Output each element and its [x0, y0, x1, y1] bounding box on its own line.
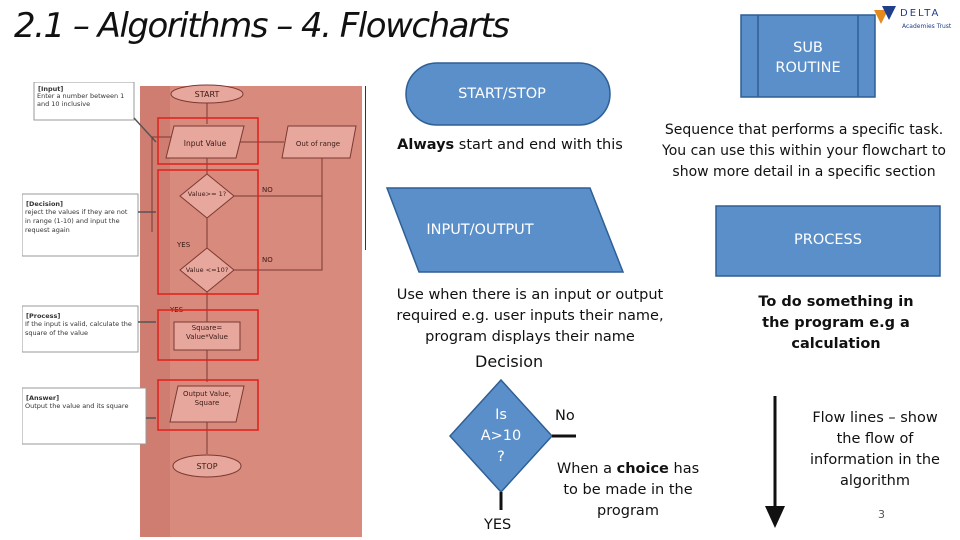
- photo-shadow: [140, 86, 170, 537]
- annotation-input: [Input] Enter a number between 1 and 10 …: [33, 82, 135, 121]
- annotation-process: [Process] If the input is valid, calcula…: [22, 305, 139, 353]
- decision-description: When a choice has to be made in the prog…: [548, 459, 708, 522]
- divider-line: [365, 86, 366, 250]
- annotation-tag: [Answer]: [26, 394, 59, 402]
- flow-decision-1-label: Value>= 1?: [188, 190, 226, 198]
- flow-out-of-range: [281, 125, 357, 159]
- textbook-flowchart-photo: [Input] Enter a number between 1 and 10 …: [22, 82, 362, 537]
- flow-process: [173, 321, 241, 351]
- flow-connectors: [151, 100, 323, 454]
- flow-process-label: Square= Value*Value: [186, 324, 228, 341]
- subroutine-label-line2: ROUTINE: [775, 60, 841, 76]
- flow-output: [169, 385, 245, 423]
- subroutine-description-text: Sequence that performs a specific task. …: [662, 122, 946, 180]
- flow-output-label: Output Value, Square: [183, 390, 231, 407]
- page-number: 3: [878, 508, 885, 521]
- flow-input: [165, 125, 245, 159]
- annotation-box: [33, 82, 135, 121]
- startstop-shape: [405, 62, 611, 126]
- annotation-decision: [Decision] reject the values if they are…: [22, 193, 139, 257]
- process-shape: [715, 205, 941, 277]
- decision-heading: Decision: [475, 352, 544, 371]
- flow-decision-1: [179, 173, 235, 219]
- flow-no-2: NO: [262, 256, 273, 264]
- flow-no-1: NO: [262, 186, 273, 194]
- inputoutput-description: Use when there is an input or output req…: [396, 287, 664, 345]
- logo-triangle-orange: [874, 10, 888, 24]
- slide-title: 2.1 – Algorithms – 4. Flowcharts: [14, 6, 510, 46]
- flow-out-of-range-label: Out of range: [296, 140, 340, 148]
- decision-shape-label: Is A>10 ?: [471, 405, 531, 468]
- flow-decision-2-label: Value <=10?: [186, 266, 229, 274]
- decision-line3: ?: [497, 449, 505, 465]
- annotation-box: [22, 193, 139, 257]
- startstop-description: Always start and end with this: [390, 135, 630, 156]
- startstop-label: START/STOP: [458, 86, 546, 102]
- flow-decision-2: [179, 247, 235, 293]
- flowline-arrow-icon: [765, 396, 785, 528]
- decision-desc-pre: When a: [556, 461, 617, 477]
- flow-start: [170, 84, 244, 104]
- annotation-text: Output the value and its square: [25, 402, 129, 410]
- logo-name: DELTA: [900, 8, 940, 19]
- startstop-description-bold: Always: [397, 137, 455, 153]
- process-label: PROCESS: [794, 232, 862, 248]
- decision-line1: Is: [495, 407, 507, 423]
- annotation-arrows: [133, 117, 157, 419]
- subroutine-shape: [740, 14, 876, 98]
- annotation-text: If the input is valid, calculate the squ…: [25, 320, 132, 337]
- annotation-text: reject the values if they are not in ran…: [25, 208, 128, 234]
- decision-desc-bold: choice: [616, 461, 669, 477]
- annotation-tag: [Decision]: [26, 200, 63, 208]
- delta-logo: DELTA Academies Trust: [874, 6, 952, 30]
- annotation-text: Enter a number between 1 and 10 inclusiv…: [37, 92, 125, 108]
- flow-stop: [172, 454, 242, 478]
- svg-text:[Input]: [Input]: [38, 85, 63, 93]
- inputoutput-shape: [385, 187, 625, 273]
- flow-start-label: START: [195, 90, 220, 99]
- startstop-description-rest: start and end with this: [454, 137, 623, 153]
- annotation-box: [22, 387, 147, 445]
- flowlines-description: Flow lines – show the flow of informatio…: [810, 410, 940, 489]
- annotation-tag: [Input]: [38, 85, 63, 93]
- subroutine-label: SUB ROUTINE: [758, 38, 858, 78]
- flow-stop-label: STOP: [196, 462, 217, 471]
- flow-input-label: Input Value: [184, 139, 227, 148]
- highlight-boxes: [157, 117, 259, 431]
- decision-desc-post: has to be made in the program: [563, 461, 700, 519]
- decision-no-label: No: [555, 408, 575, 424]
- inputoutput-label: INPUT/OUTPUT: [426, 222, 534, 238]
- annotation-tag: [Process]: [26, 312, 60, 320]
- flow-yes-1: YES: [176, 241, 191, 249]
- decision-diagram: [448, 378, 576, 510]
- logo-tagline: Academies Trust: [902, 23, 952, 30]
- process-description: To do something in the program e.g a cal…: [758, 294, 914, 352]
- annotation-answer: [Answer] Output the value and its square: [22, 387, 147, 445]
- decision-line2: A>10: [480, 428, 522, 444]
- annotation-box: [22, 305, 139, 353]
- logo-triangle-blue: [882, 6, 896, 20]
- decision-yes-label: YES: [484, 517, 512, 533]
- subroutine-label-line1: SUB: [793, 40, 823, 56]
